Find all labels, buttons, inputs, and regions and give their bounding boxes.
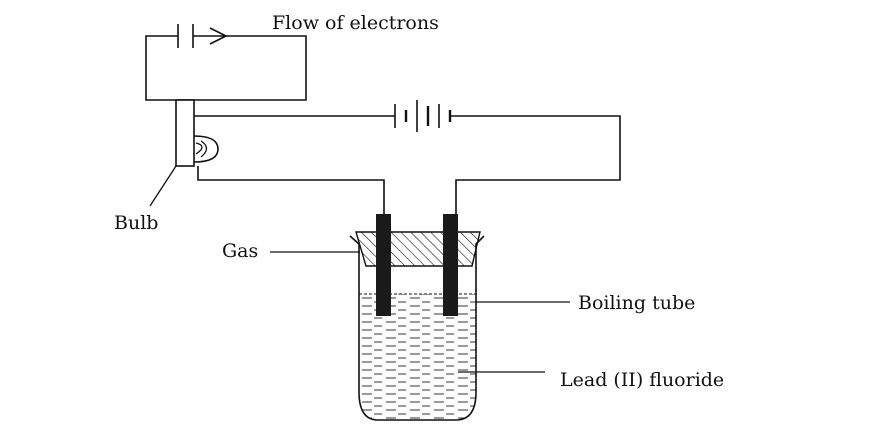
boiling-tube xyxy=(349,231,485,421)
bulb-icon xyxy=(193,135,219,163)
electron-flow-loop xyxy=(145,24,307,101)
stopper xyxy=(355,231,481,267)
leader-lines xyxy=(270,251,570,373)
label-gas: Gas xyxy=(222,240,258,262)
electrode-right xyxy=(443,214,458,316)
electron-flow-arrow-icon xyxy=(209,27,228,45)
label-boiling-tube: Boiling tube xyxy=(578,292,695,314)
label-bulb: Bulb xyxy=(114,212,158,234)
label-flow-of-electrons: Flow of electrons xyxy=(272,12,439,34)
circuit-wires xyxy=(194,115,621,214)
electrodes xyxy=(376,214,458,316)
electrode-left xyxy=(376,214,391,316)
bulb-assembly xyxy=(149,99,219,207)
label-lead-fluoride: Lead (II) fluoride xyxy=(560,369,724,391)
battery-icon xyxy=(394,100,452,132)
